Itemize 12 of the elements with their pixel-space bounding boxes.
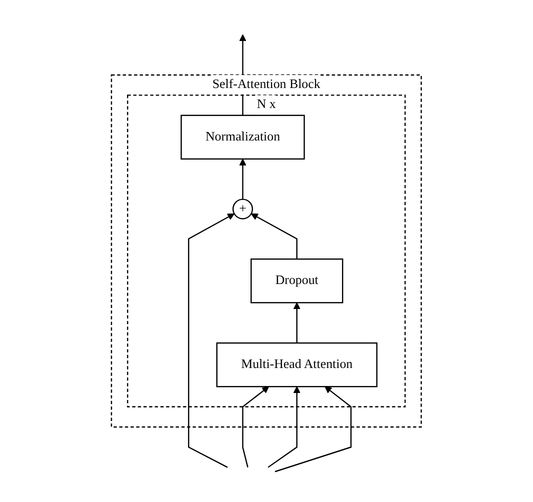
arrow [239, 158, 246, 200]
arrow [242, 386, 270, 468]
arrow [188, 213, 235, 468]
node-box: Dropout [250, 258, 344, 304]
node-circle: + [232, 198, 254, 220]
node-box: Multi-Head Attention [216, 342, 378, 388]
arrow [251, 213, 298, 260]
arrow [274, 386, 352, 472]
node-label: N x [256, 98, 276, 112]
arrow [293, 302, 301, 344]
arrow [268, 386, 301, 468]
node-box: Normalization [180, 114, 305, 160]
